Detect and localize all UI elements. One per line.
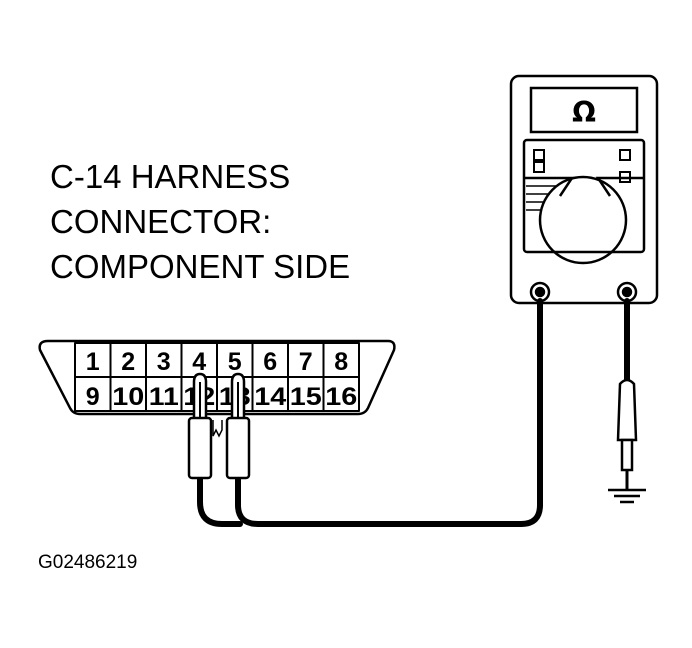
pin-16: 16 — [325, 383, 357, 411]
meter-scale-right — [595, 176, 644, 197]
meter-switch — [533, 149, 545, 161]
pin-10: 10 — [112, 383, 144, 411]
lead-wire-1 — [235, 298, 543, 527]
meter-dial-panel — [522, 138, 646, 254]
ground-probe — [616, 378, 638, 490]
c14-connector — [38, 339, 396, 416]
pin-15: 15 — [290, 383, 322, 411]
pin-2: 2 — [121, 348, 135, 376]
meter-switch — [619, 171, 631, 183]
connector-label-line3: COMPONENT SIDE — [50, 248, 351, 285]
connector-latch — [212, 420, 223, 438]
meter-display — [529, 86, 639, 134]
connector-housing — [38, 339, 396, 416]
pin-7: 7 — [299, 348, 313, 376]
pin-numbers: 1 2 3 4 5 6 7 8 9 10 11 12 13 14 15 16 — [86, 348, 357, 411]
connector-label-line2: CONNECTOR: — [50, 203, 272, 240]
pin-1: 1 — [86, 348, 100, 376]
pin-3: 3 — [157, 348, 171, 376]
figure-id: G02486219 — [38, 552, 138, 573]
meter-dial — [538, 175, 628, 265]
connector-label-line1: C-14 HARNESS — [50, 158, 291, 195]
pin-4: 4 — [192, 348, 206, 376]
multimeter — [509, 74, 659, 305]
ground-symbol-icon — [608, 488, 646, 504]
meter-scale-left — [524, 176, 575, 197]
pin-8: 8 — [334, 348, 348, 376]
ohm-symbol: Ω — [572, 96, 596, 129]
meter-switch — [619, 149, 631, 161]
probe-pin-4 — [187, 372, 213, 480]
test-leads — [197, 298, 630, 527]
pin-6: 6 — [263, 348, 277, 376]
meter-body — [509, 74, 659, 305]
pin-14: 14 — [254, 383, 286, 411]
probe-pin-5 — [225, 372, 251, 480]
lead-wire-2 — [197, 475, 243, 527]
pin-9: 9 — [86, 383, 100, 411]
meter-switch — [533, 161, 545, 173]
pin-5: 5 — [228, 348, 242, 376]
pin-11: 11 — [149, 383, 179, 411]
